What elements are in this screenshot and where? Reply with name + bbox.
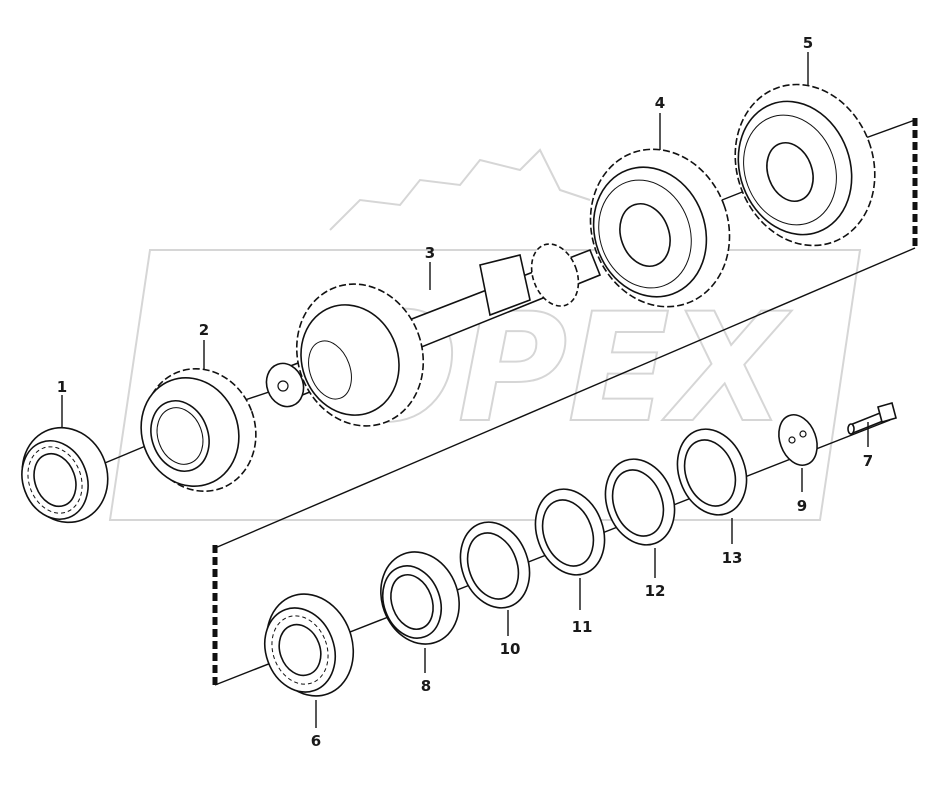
- part-4-gear: [589, 148, 731, 308]
- callout-8: 8: [421, 677, 431, 695]
- callout-13: 13: [722, 549, 743, 567]
- callout-7: 7: [863, 452, 873, 470]
- part-2-gear: [140, 367, 257, 493]
- callout-4: 4: [655, 94, 665, 112]
- assembly-bracket: [212, 118, 918, 685]
- part-1-bearing: [21, 426, 109, 524]
- callout-12: 12: [645, 582, 666, 600]
- callout-1: 1: [57, 378, 67, 396]
- part-9-plate: [778, 414, 818, 466]
- part-5-gear: [734, 83, 876, 247]
- part-13-shim: [676, 428, 748, 516]
- callout-6: 6: [311, 732, 321, 750]
- part-6-bearing: [264, 593, 355, 697]
- callouts: 1 2 3 4 5 6 7 8 9 10 11 12 13: [57, 34, 873, 750]
- callout-3: 3: [425, 244, 435, 262]
- callout-9: 9: [797, 497, 807, 515]
- callout-10: 10: [500, 640, 521, 658]
- part-11-shim: [534, 488, 606, 576]
- part-10-shim: [459, 521, 531, 609]
- callout-5: 5: [803, 34, 813, 52]
- part-7-bolt: [847, 402, 897, 435]
- callout-11: 11: [572, 618, 593, 636]
- part-3-shaft: [265, 243, 602, 427]
- leader-lines: [61, 52, 869, 728]
- part-8-seal: [380, 551, 460, 645]
- callout-2: 2: [199, 321, 209, 339]
- part-12-shim: [604, 458, 676, 546]
